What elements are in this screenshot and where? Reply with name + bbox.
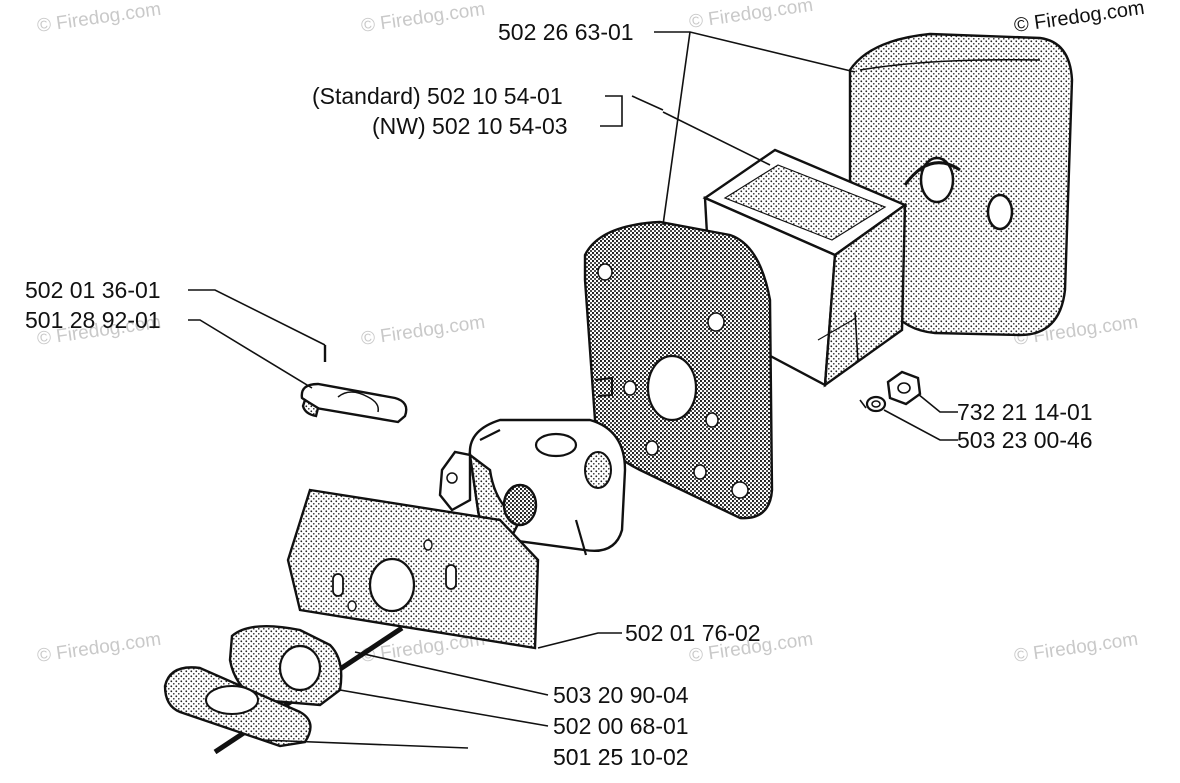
part-label: 501 28 92-01	[25, 307, 161, 333]
part-label: 502 00 68-01	[553, 713, 689, 739]
part-label: 503 23 00-46	[957, 427, 1093, 453]
nut-and-washer	[865, 370, 922, 413]
watermark-text: © Firedog.com	[688, 0, 815, 33]
watermark-text: © Firedog.com	[36, 0, 163, 37]
watermark-text: © Firedog.com	[1013, 0, 1146, 37]
intake-assembly	[163, 625, 404, 755]
bottom-edge	[0, 754, 1180, 783]
filter-cover	[848, 32, 1074, 337]
part-label: 502 01 36-01	[25, 277, 161, 303]
leader-lines	[188, 31, 958, 749]
part-label: 502 01 76-02	[625, 620, 761, 646]
part-label: (NW) 502 10 54-03	[372, 113, 568, 139]
part-labels: 502 26 63-01 (Standard) 502 10 54-01 (NW…	[25, 19, 1093, 770]
part-label: 732 21 14-01	[957, 399, 1093, 425]
choke-handle	[300, 345, 408, 424]
part-label: 503 20 90-04	[553, 682, 689, 708]
watermark-text: © Firedog.com	[360, 0, 487, 37]
part-label: (Standard) 502 10 54-01	[312, 83, 563, 109]
watermark-text: © Firedog.com	[360, 312, 487, 350]
part-label: 501 25 10-02	[553, 744, 689, 770]
part-label: 502 26 63-01	[498, 19, 634, 45]
watermark-text: © Firedog.com	[36, 629, 163, 667]
watermark-text: © Firedog.com	[1013, 629, 1140, 667]
gasket-plate	[286, 488, 540, 650]
